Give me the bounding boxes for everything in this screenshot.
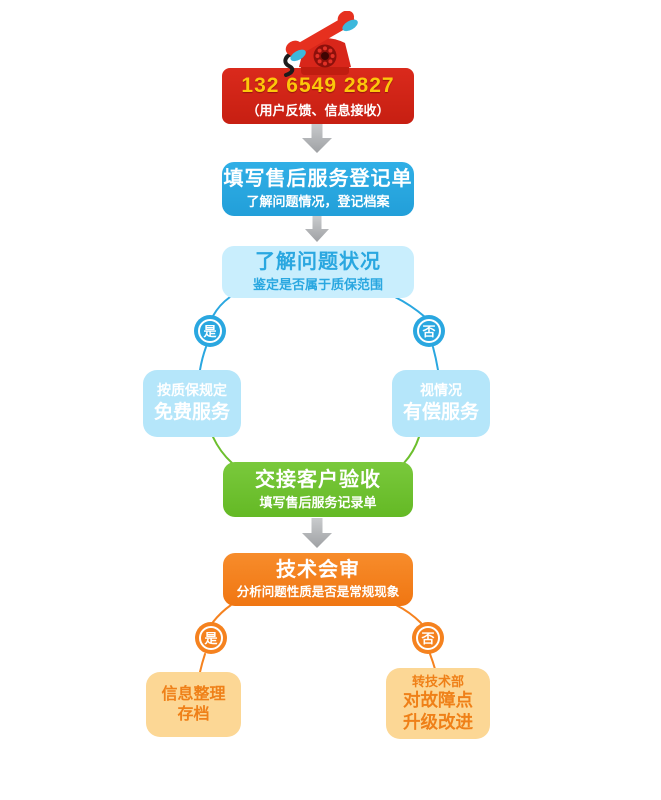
down-arrow-icon <box>304 216 330 247</box>
archive-line1: 信息整理 <box>161 685 226 703</box>
paid-service-line1: 视情况 <box>420 381 462 398</box>
down-arrow-icon <box>301 518 333 553</box>
review-subtitle: 分析问题性质是否是常规现象 <box>236 585 400 600</box>
assess-title: 了解问题状况 <box>255 251 381 274</box>
escalate-node: 转技术部 对故障点 升级改进 <box>386 668 490 739</box>
register-title: 填写售后服务登记单 <box>223 168 413 191</box>
register-subtitle: 了解问题情况，登记档案 <box>246 194 390 210</box>
archive-node: 信息整理 存档 <box>146 672 241 737</box>
review-no-badge: 否 <box>416 626 440 650</box>
escalate-line1: 转技术部 <box>411 673 464 689</box>
escalate-line3: 升级改进 <box>403 711 473 732</box>
hotline-number: 132 6549 2827 <box>241 74 395 98</box>
archive-line2: 存档 <box>177 705 210 723</box>
warranty-no-badge: 否 <box>417 319 441 343</box>
escalate-line2: 对故障点 <box>403 689 473 710</box>
review-yes-badge: 是 <box>199 626 223 650</box>
paid-service-line2: 有偿服务 <box>402 402 479 424</box>
paid-service-node: 视情况 有偿服务 <box>392 370 490 437</box>
technical-review-node: 技术会审 分析问题性质是否是常规现象 <box>223 553 413 606</box>
handover-title: 交接客户验收 <box>255 468 381 491</box>
free-service-line2: 免费服务 <box>153 402 230 424</box>
assess-subtitle: 鉴定是否属于质保范围 <box>252 277 383 293</box>
handover-subtitle: 填写售后服务记录单 <box>259 494 377 510</box>
review-title: 技术会审 <box>276 559 360 582</box>
rotary-telephone-icon <box>279 10 363 77</box>
handover-acceptance-node: 交接客户验收 填写售后服务记录单 <box>223 462 413 517</box>
hotline-node: 132 6549 2827 （用户反馈、信息接收） <box>222 68 414 124</box>
free-service-line1: 按质保规定 <box>157 381 227 398</box>
warranty-yes-badge: 是 <box>198 319 222 343</box>
assess-problem-node: 了解问题状况 鉴定是否属于质保范围 <box>222 246 414 298</box>
register-form-node: 填写售后服务登记单 了解问题情况，登记档案 <box>222 162 414 216</box>
down-arrow-icon <box>301 123 333 158</box>
free-service-node: 按质保规定 免费服务 <box>143 370 241 437</box>
hotline-subtitle: （用户反馈、信息接收） <box>246 102 390 118</box>
